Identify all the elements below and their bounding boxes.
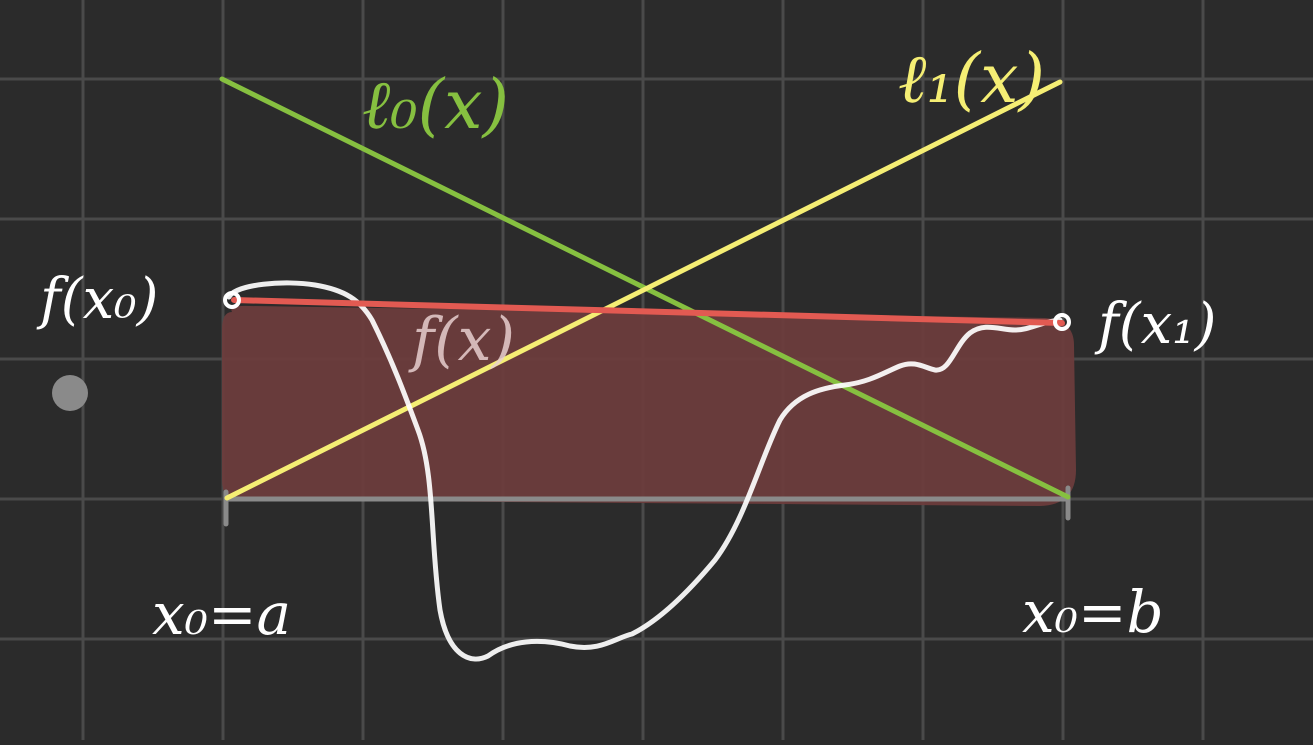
label-x0-right: x₀=b [1022, 578, 1164, 646]
label-fx: f(x) [408, 305, 515, 375]
label-f-x0: f(x₀) [36, 267, 158, 332]
l1-line [224, 79, 1063, 501]
trapezoid-area [222, 305, 1076, 506]
f-x0-point [223, 291, 241, 309]
function-curve [226, 280, 1063, 662]
pointer-cursor[interactable] [52, 375, 88, 411]
label-x0-left: x₀=a [152, 580, 291, 648]
secant-line [231, 297, 1065, 326]
label-f-x1: f(x₁) [1094, 292, 1216, 357]
f-x1-point [1053, 313, 1071, 331]
label-l0: ℓ₀(x) [362, 66, 509, 145]
label-l1: ℓ₁(x) [898, 40, 1045, 119]
